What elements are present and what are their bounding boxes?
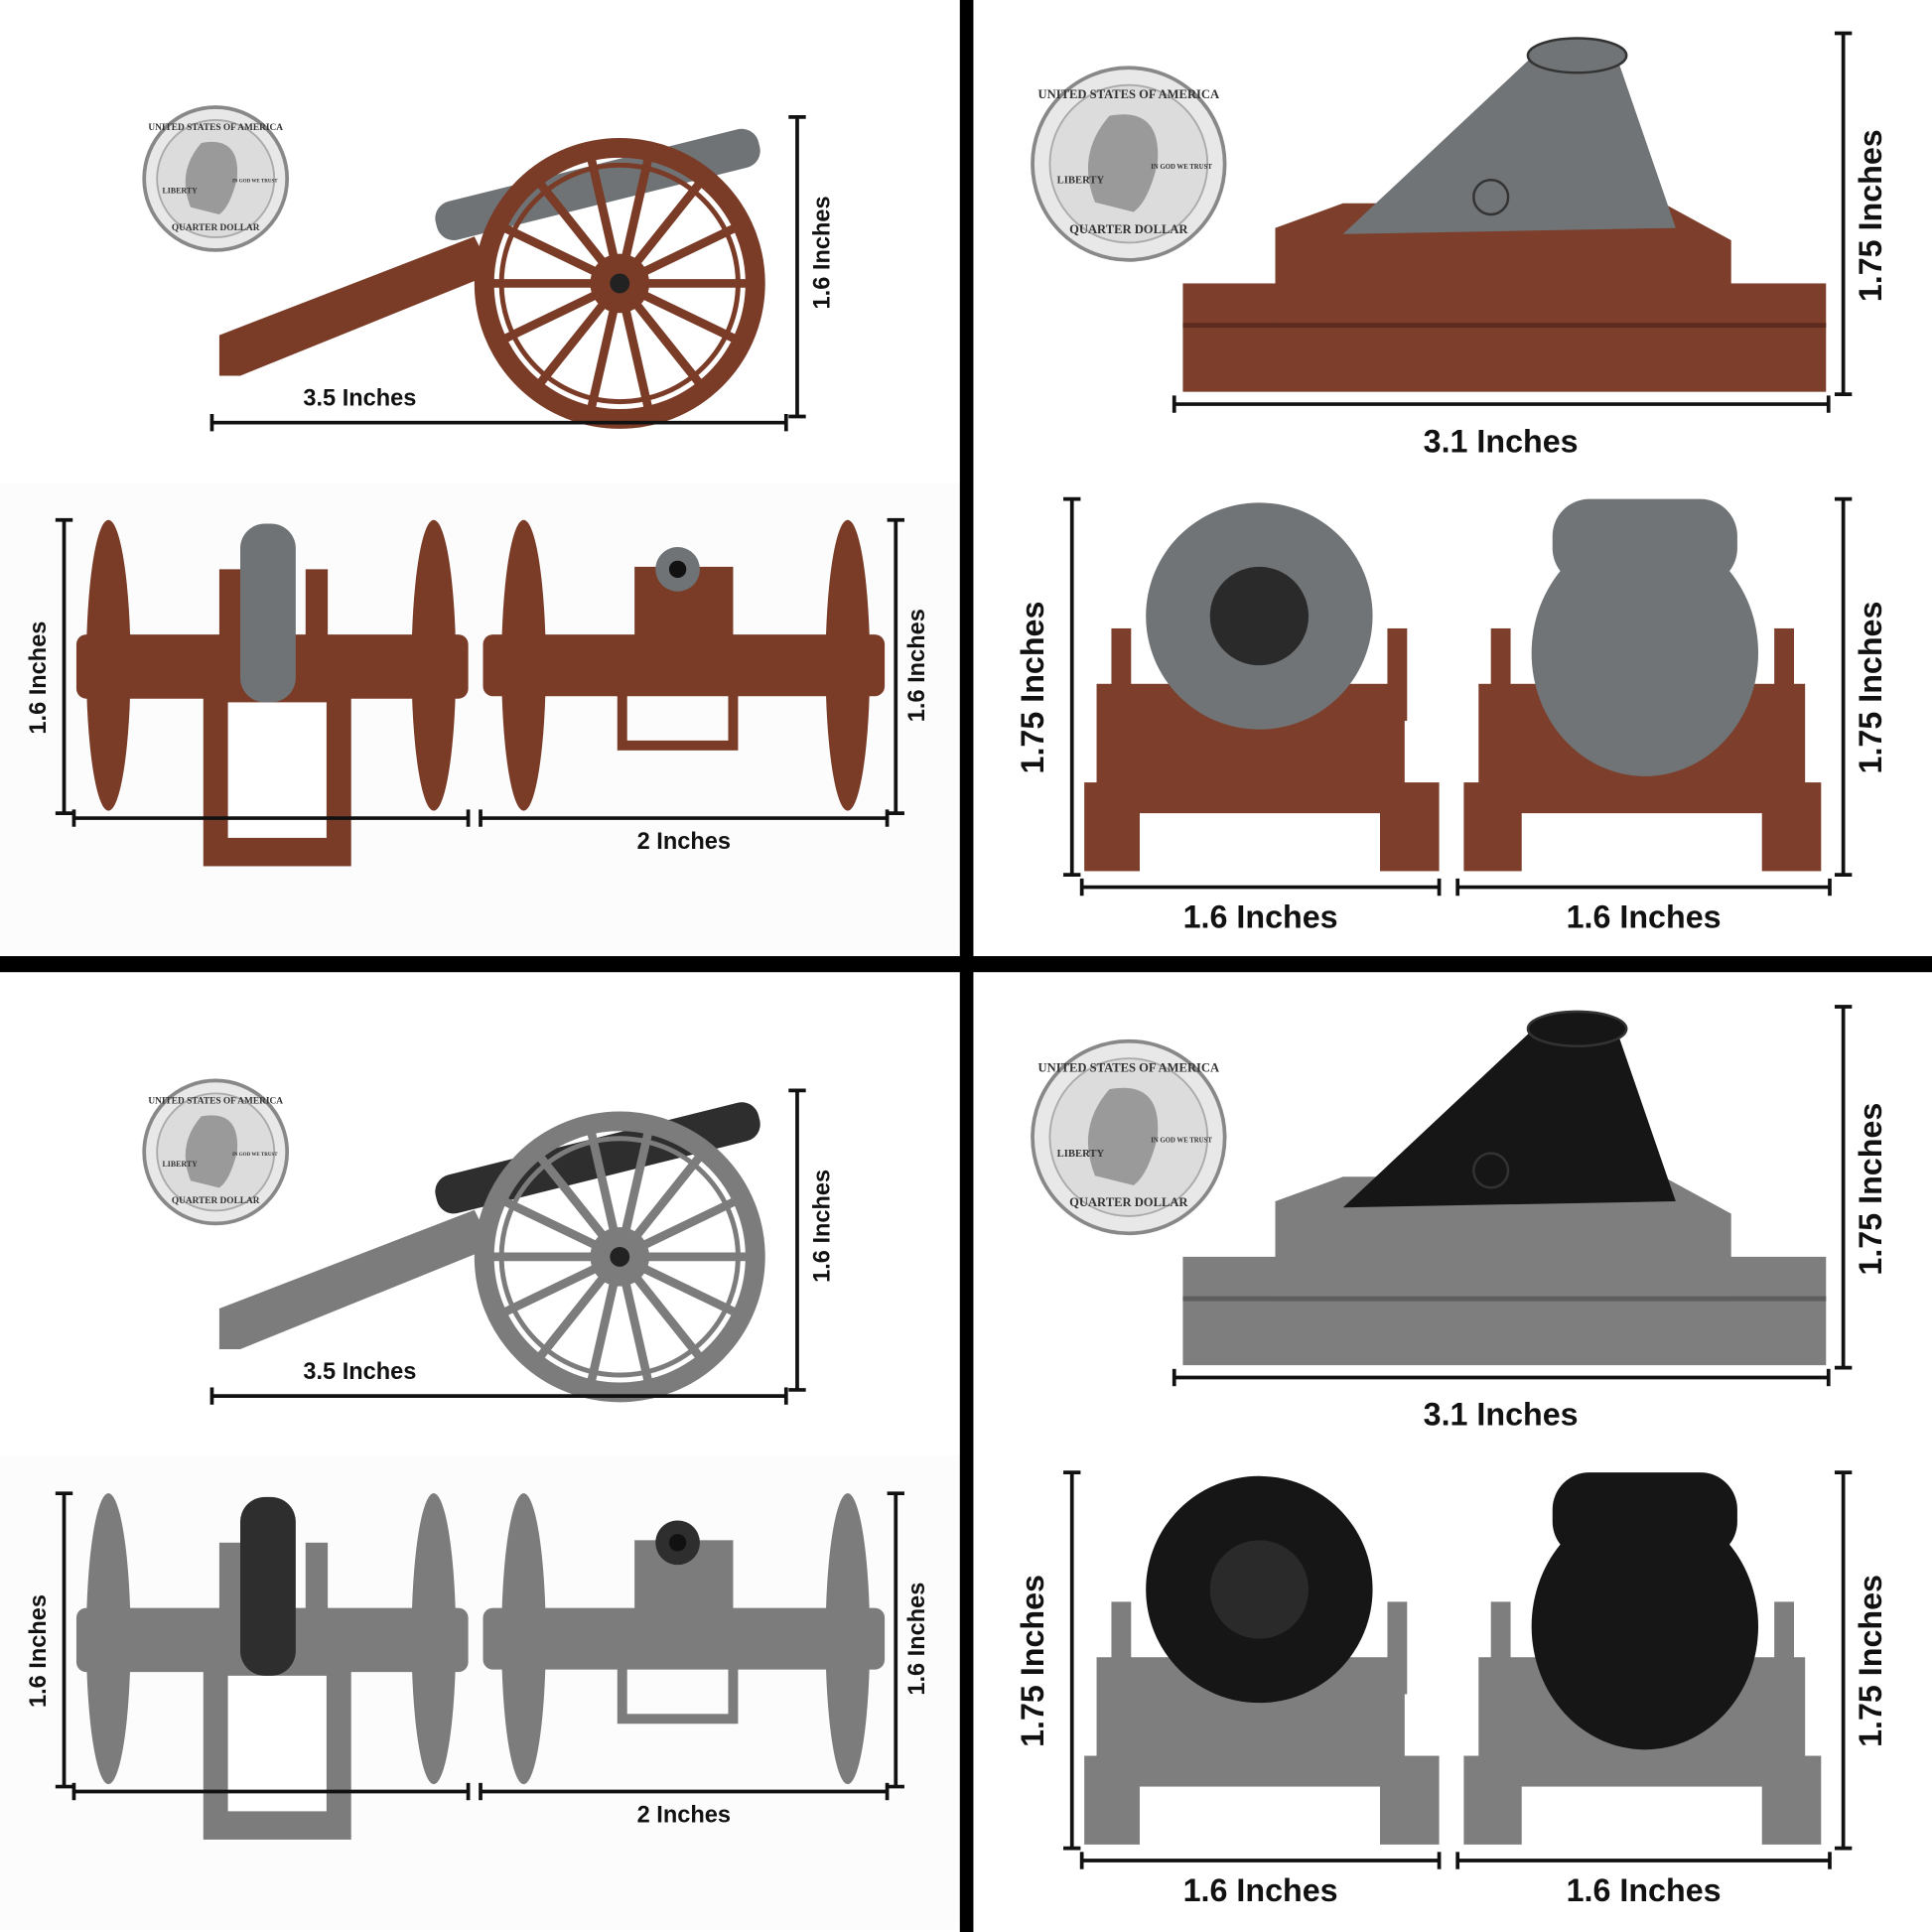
dimension-line [71,1782,471,1801]
mortar-front-view [1084,502,1440,873]
dimension-label: 1.6 Inches [808,1170,834,1283]
dimension-line [788,1088,806,1392]
svg-text:QUARTER DOLLAR: QUARTER DOLLAR [172,223,260,233]
washington-profile [185,1115,238,1188]
panel-field-cannon-brown: UNITED STATES OF AMERICA LIBERTY IN GOD WE… [0,0,960,957]
dimension-label: 2 Inches [637,828,731,854]
dimension-line [209,414,788,432]
mortar-side-view [1182,37,1827,392]
dimension-line [788,115,806,419]
dimension-line [1834,1005,1853,1370]
quarter-coin: UNITED STATES OF AMERICA LIBERTY IN GOD WE… [142,105,290,252]
dimension-line [71,809,471,827]
svg-text:QUARTER DOLLAR: QUARTER DOLLAR [1069,222,1188,236]
dimension-label: 1.75 Inches [1853,1103,1888,1276]
mortar-front-view [1084,1475,1440,1847]
dimension-label: 1.6 Inches [25,1594,51,1708]
dimension-line [1079,878,1442,897]
washington-profile [1087,114,1159,212]
dimension-line [55,517,73,815]
dimension-label: 1.6 Inches [1567,898,1722,934]
dimension-label: 3.5 Inches [303,384,416,410]
cannon-rear-view [483,1493,886,1785]
dimension-label: 3.1 Inches [1424,423,1579,459]
dimension-label: 3.5 Inches [303,1358,416,1384]
svg-text:IN GOD WE TRUST: IN GOD WE TRUST [1151,164,1212,171]
dimension-line [1834,31,1853,397]
svg-text:IN GOD WE TRUST: IN GOD WE TRUST [232,1153,278,1158]
svg-text:UNITED STATES OF AMERICA: UNITED STATES OF AMERICA [1038,87,1220,101]
dimension-label: 3.1 Inches [1424,1397,1579,1433]
dimension-label: 1.6 Inches [903,1583,929,1696]
svg-text:LIBERTY: LIBERTY [1057,175,1105,186]
dimension-line [1079,1852,1442,1869]
dimension-line [887,1491,904,1789]
dimension-line [55,1491,73,1789]
dimension-label: 1.75 Inches [1853,129,1888,302]
quarter-coin: UNITED STATES OF AMERICA LIBERTY IN GOD WE… [1031,66,1227,262]
svg-text:UNITED STATES OF AMERICA: UNITED STATES OF AMERICA [1038,1061,1220,1075]
svg-text:LIBERTY: LIBERTY [163,186,199,195]
wheel [474,1111,765,1403]
mortar-side-view [1182,1010,1827,1366]
svg-text:IN GOD WE TRUST: IN GOD WE TRUST [1151,1137,1212,1144]
svg-text:QUARTER DOLLAR: QUARTER DOLLAR [172,1196,260,1206]
dimension-label: 1.6 Inches [1183,898,1338,934]
svg-text:LIBERTY: LIBERTY [163,1160,199,1169]
washington-profile [1087,1087,1159,1185]
horizontal-divider [0,956,1932,973]
cannon-rear-view [483,519,886,811]
dimension-label: 2 Inches [637,1802,731,1828]
dimension-line [887,517,904,815]
dimension-line [1834,496,1853,878]
dimension-line [1063,496,1081,878]
quarter-coin: UNITED STATES OF AMERICA LIBERTY IN GOD WE… [142,1078,290,1226]
svg-text:UNITED STATES OF AMERICA: UNITED STATES OF AMERICA [148,123,283,133]
dimension-line [1455,878,1832,897]
panel-field-cannon-gray: UNITED STATES OF AMERICA LIBERTY IN GOD WE… [0,973,960,1930]
dimension-label: 1.6 Inches [25,621,51,735]
dimension-label: 1.6 Inches [1183,1872,1338,1908]
cannon-side-view [218,1102,765,1403]
cannon-front-view [75,519,469,867]
dimension-line [1172,1368,1831,1387]
quarter-coin: UNITED STATES OF AMERICA LIBERTY IN GOD WE… [1031,1038,1227,1236]
dimension-label: 1.75 Inches [1853,1575,1888,1747]
svg-text:IN GOD WE TRUST: IN GOD WE TRUST [232,180,278,185]
dimension-label: 1.6 Inches [1567,1872,1722,1908]
dimension-label: 1.75 Inches [1015,1575,1050,1747]
mortar-rear-view [1463,1472,1822,1847]
dimension-label: 1.75 Inches [1015,602,1050,774]
mortar-rear-view [1463,498,1822,873]
dimension-line [1063,1470,1081,1851]
panel-mortar-gray-base: UNITED STATES OF AMERICA LIBERTY IN GOD WE… [973,973,1932,1930]
panel-mortar-brown-base: UNITED STATES OF AMERICA LIBERTY IN GOD WE… [973,0,1932,957]
dimension-label: 1.75 Inches [1853,602,1888,774]
wheel [474,138,765,429]
dimension-label: 1.6 Inches [903,609,929,722]
svg-text:UNITED STATES OF AMERICA: UNITED STATES OF AMERICA [148,1096,283,1106]
cannon-front-view [75,1493,469,1840]
dimension-line [1172,395,1831,413]
cannon-side-view [218,128,765,429]
dimension-line [209,1387,788,1405]
washington-profile [185,141,238,214]
dimension-label: 1.6 Inches [808,196,834,309]
dimension-line [1834,1470,1853,1851]
dimension-line [1455,1852,1832,1869]
svg-text:QUARTER DOLLAR: QUARTER DOLLAR [1069,1195,1188,1209]
svg-text:LIBERTY: LIBERTY [1057,1149,1105,1160]
